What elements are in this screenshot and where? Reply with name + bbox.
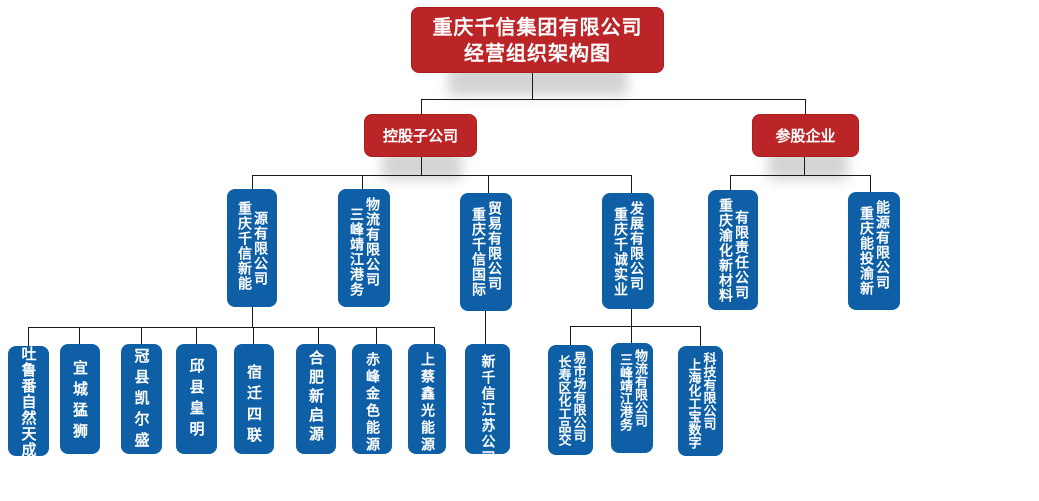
connector <box>805 99 806 116</box>
node-col-1: 重庆能投渝新 <box>858 206 874 296</box>
node-yicheng-mengshi[interactable]: 宜城猛狮 <box>60 344 100 454</box>
connector <box>700 326 701 346</box>
node-col-1: 重庆渝化新材料 <box>717 198 733 303</box>
connector <box>434 327 435 344</box>
node-col-2: 物流有限公司 <box>632 349 647 427</box>
node-col-1: 重庆千信新能 <box>236 201 252 291</box>
node-chifeng-jinse-energy[interactable]: 赤峰金色能源 <box>352 344 392 454</box>
connector <box>141 327 142 344</box>
connector <box>421 99 422 116</box>
connector <box>196 327 197 344</box>
connector <box>730 175 731 191</box>
connector <box>730 175 871 176</box>
node-label: 宿迁四联 <box>245 364 263 448</box>
node-turpan-ziran-tiancheng[interactable]: 吐鲁番自然天成 <box>8 346 49 458</box>
connector <box>252 175 253 189</box>
connector <box>362 175 363 189</box>
participating-companies-node[interactable]: 参股企业 <box>752 114 859 157</box>
node-guanxian-kaiersheng[interactable]: 冠县凯尔盛 <box>121 344 162 454</box>
node-changshou-chemical-market[interactable]: 长寿区化工品交 易市场有限公司 <box>548 345 593 455</box>
node-suqian-silian[interactable]: 宿迁四联 <box>234 344 274 454</box>
connector <box>253 327 254 344</box>
connector <box>421 99 806 100</box>
connector <box>79 327 80 344</box>
node-col-1: 重庆千诚实业 <box>612 207 628 297</box>
node-sanfeng-jingjiang-2[interactable]: 三峰靖江港务 物流有限公司 <box>611 343 653 453</box>
node-yuhua-new-materials[interactable]: 重庆渝化新材料 有限责任公司 <box>708 190 758 310</box>
node-label: 赤峰金色能源 <box>364 352 380 454</box>
node-col-2: 科技有限公司 <box>700 352 716 430</box>
holding-label: 控股子公司 <box>382 127 458 145</box>
connector <box>631 175 632 193</box>
node-hefei-xinqiyuan[interactable]: 合肥新启源 <box>296 344 336 454</box>
node-col-1: 三峰靖江港务 <box>617 353 632 431</box>
connector <box>870 175 871 193</box>
title-line-1: 重庆千信集团有限公司 <box>432 15 643 39</box>
node-qianxin-international[interactable]: 重庆千信国际 贸易有限公司 <box>460 193 512 311</box>
node-qianxin-new-energy[interactable]: 重庆千信新能 源有限公司 <box>227 189 277 307</box>
connector <box>28 327 29 346</box>
node-col-1: 三峰靖江港务 <box>348 207 364 297</box>
connector <box>488 175 489 193</box>
connector <box>532 72 533 100</box>
node-col-2: 能源有限公司 <box>874 200 890 290</box>
node-label: 宜城猛狮 <box>71 360 89 444</box>
connector <box>252 175 632 176</box>
node-col-1: 重庆千信国际 <box>470 207 486 297</box>
node-nengtou-yuxin[interactable]: 重庆能投渝新 能源有限公司 <box>848 192 900 310</box>
connector <box>570 326 701 327</box>
node-label: 上蔡鑫光能源 <box>419 352 435 454</box>
connector <box>485 311 486 344</box>
node-label: 合肥新启源 <box>307 350 325 445</box>
node-qiuxian-huangming[interactable]: 邱县皇明 <box>176 344 217 454</box>
connector <box>252 306 253 327</box>
node-col-2: 物流有限公司 <box>364 197 380 287</box>
node-label: 冠县凯尔盛 <box>132 348 151 453</box>
participating-label: 参股企业 <box>775 127 836 145</box>
node-xinqianxin-jiangsu[interactable]: 新千信江苏公司 <box>465 344 510 466</box>
node-label: 吐鲁番自然天成 <box>19 346 38 458</box>
node-shanghai-huagongbao[interactable]: 上海化工宝数字 科技有限公司 <box>678 346 723 456</box>
node-col-2: 有限责任公司 <box>733 210 749 300</box>
node-label: 新千信江苏公司 <box>479 354 496 466</box>
connector <box>804 156 805 175</box>
node-label: 邱县皇明 <box>187 358 206 442</box>
holding-subsidiaries-node[interactable]: 控股子公司 <box>364 114 477 157</box>
node-col-2: 发展有限公司 <box>628 201 644 291</box>
node-col-2: 贸易有限公司 <box>486 201 502 291</box>
org-chart-title: 重庆千信集团有限公司 经营组织架构图 <box>411 7 664 73</box>
node-col-1: 上海化工宝数字 <box>685 358 701 449</box>
title-line-2: 经营组织架构图 <box>464 41 611 65</box>
node-col-2: 源有限公司 <box>252 211 268 286</box>
node-col-2: 易市场有限公司 <box>570 351 586 442</box>
node-col-1: 长寿区化工品交 <box>555 355 571 446</box>
connector <box>376 327 377 344</box>
connector <box>318 327 319 344</box>
connector <box>570 326 571 346</box>
node-sanfeng-jingjiang[interactable]: 三峰靖江港务 物流有限公司 <box>338 189 390 307</box>
node-shangcai-xinguang-energy[interactable]: 上蔡鑫光能源 <box>408 344 446 454</box>
connector <box>28 327 435 328</box>
connector <box>421 156 422 175</box>
node-qiancheng-industrial[interactable]: 重庆千诚实业 发展有限公司 <box>602 193 654 309</box>
